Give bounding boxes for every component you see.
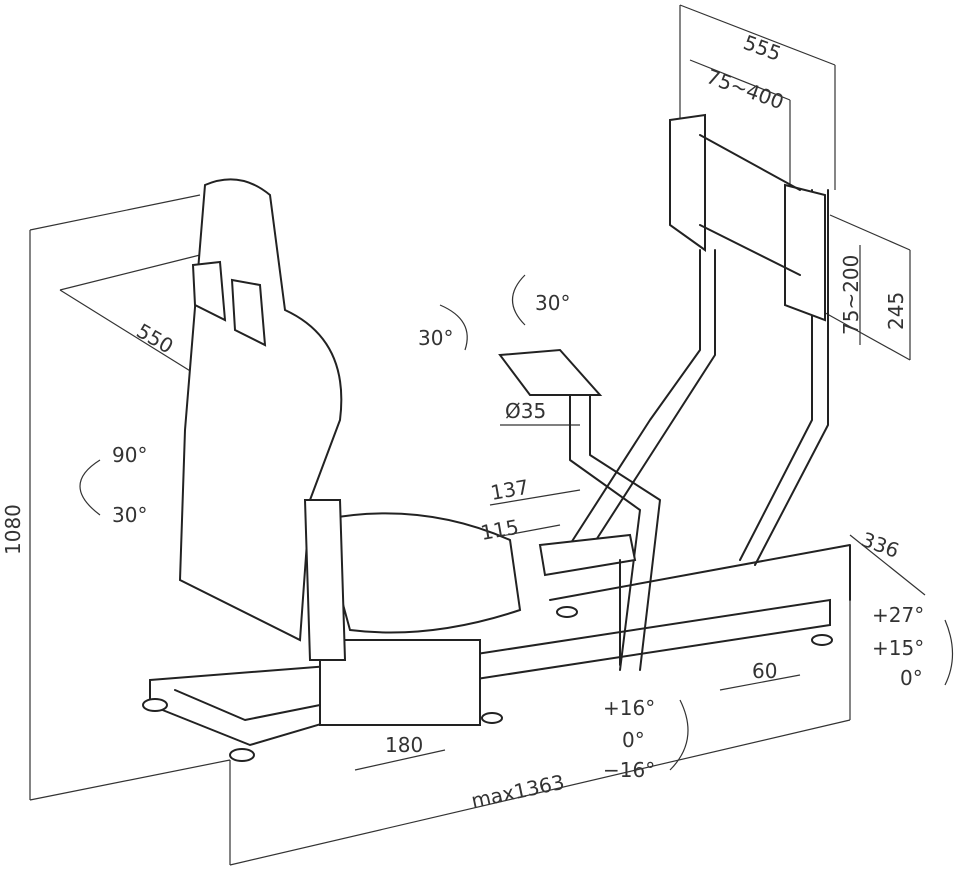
label-seat-slide: 180: [385, 733, 423, 757]
label-vesa-v: 75~200: [839, 255, 863, 335]
label-base-width: 336: [858, 527, 902, 563]
label-wheel-rotation: 30°: [535, 291, 570, 315]
rotation-arrows: [79, 274, 954, 771]
dimension-lines: [29, 4, 926, 866]
label-shifter-neg: −16°: [603, 758, 655, 782]
label-seat-back-max: 90°: [112, 443, 147, 467]
label-tube-diameter: Ø35: [505, 399, 546, 423]
label-pedal-low: 0°: [900, 666, 923, 690]
label-pedal-slide: 60: [752, 659, 777, 683]
label-max-length: max1363: [469, 770, 566, 813]
seat: [178, 178, 522, 726]
label-wheel-adjust-a: 137: [489, 475, 531, 505]
label-vesa-h: 75~400: [703, 64, 787, 114]
label-pedal-high: +27°: [872, 603, 924, 627]
label-wheel-tilt: 30°: [418, 326, 453, 350]
label-wheel-adjust-b: 115: [479, 515, 521, 545]
label-mount-width: 555: [740, 30, 784, 66]
label-seat-width: 550: [133, 319, 178, 359]
stand: [498, 113, 829, 671]
label-shifter-pos: +16°: [603, 696, 655, 720]
label-shifter-zero: 0°: [622, 728, 645, 752]
label-pedal-mid: +15°: [872, 636, 924, 660]
label-seat-back-min: 30°: [112, 503, 147, 527]
label-mount-height: 245: [884, 292, 908, 330]
label-height: 1080: [1, 504, 25, 555]
